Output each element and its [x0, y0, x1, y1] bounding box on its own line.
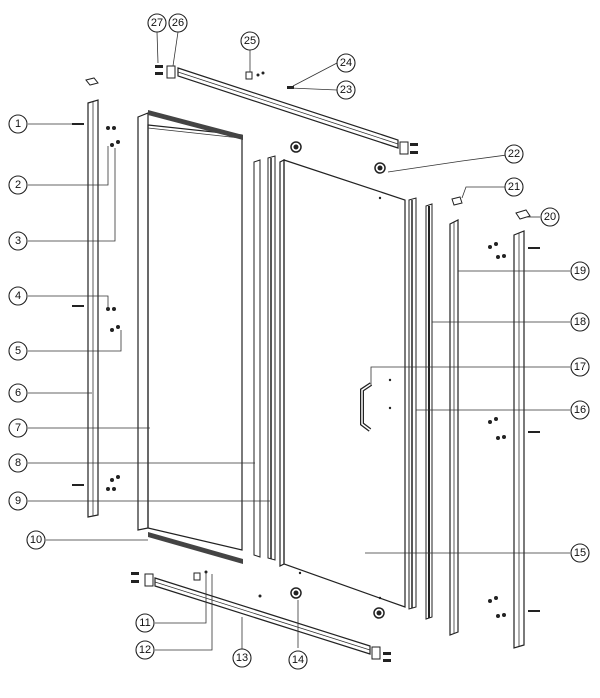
svg-text:2: 2: [15, 179, 21, 191]
right-wall-screws: [488, 242, 540, 618]
svg-text:10: 10: [30, 534, 42, 546]
top-clip: [287, 86, 294, 89]
bottom-rail: [154, 577, 371, 655]
svg-text:13: 13: [236, 652, 248, 664]
top-rail-end-cap-left: [166, 65, 176, 79]
top-bracket-small: [245, 71, 265, 80]
callout-26: 26: [168, 13, 188, 33]
callout-13: 13: [232, 648, 252, 668]
door-roller-bottom: [290, 587, 302, 599]
svg-text:19: 19: [574, 265, 586, 277]
callout-4: 4: [8, 286, 28, 306]
callout-1: 1: [8, 114, 28, 134]
svg-text:12: 12: [139, 644, 151, 656]
svg-text:11: 11: [139, 617, 150, 629]
callout-24: 24: [336, 53, 356, 73]
callout-3: 3: [8, 231, 28, 251]
door-seal-18: [425, 203, 433, 620]
bottom-screws: [131, 572, 391, 662]
top-rail-end-cap-right: [399, 141, 409, 155]
door-handle: [360, 382, 373, 432]
bottom-rail-end-cap-left: [144, 573, 154, 587]
bottom-rail-end-cap-right: [371, 646, 381, 660]
svg-text:1: 1: [15, 118, 21, 130]
left-profile-cap: [85, 77, 99, 86]
callout-14: 14: [288, 650, 308, 670]
svg-text:5: 5: [15, 345, 21, 357]
svg-text:8: 8: [15, 457, 21, 469]
top-screws-right: [410, 143, 418, 154]
right-profile-cap: [515, 209, 531, 220]
right-channel-profile: [449, 219, 459, 636]
svg-text:3: 3: [15, 235, 21, 247]
sliding-door-glass: [279, 159, 406, 608]
leader-lines: [28, 31, 570, 658]
right-channel-cap: [451, 196, 463, 206]
callout-6: 6: [8, 383, 28, 403]
callout-5: 5: [8, 341, 28, 361]
callout-18: 18: [570, 312, 590, 332]
callout-27: 27: [147, 13, 167, 33]
top-rail: [177, 67, 399, 149]
callout-8: 8: [8, 453, 28, 473]
svg-text:14: 14: [292, 654, 304, 666]
door-roller-right-top: [374, 162, 386, 174]
callout-2: 2: [8, 175, 28, 195]
callout-19: 19: [570, 261, 590, 281]
svg-text:23: 23: [340, 84, 352, 96]
callout-21: 21: [504, 177, 524, 197]
svg-text:21: 21: [508, 181, 520, 193]
svg-text:20: 20: [544, 211, 556, 223]
callout-23: 23: [336, 80, 356, 100]
door-roller-right-bottom: [373, 607, 385, 619]
svg-text:25: 25: [244, 35, 256, 47]
callout-22: 22: [504, 144, 524, 164]
svg-text:4: 4: [15, 290, 21, 302]
svg-text:15: 15: [574, 547, 586, 559]
callout-12: 12: [135, 640, 155, 660]
vertical-seal-9: [267, 155, 276, 561]
callout-7: 7: [8, 418, 28, 438]
bottom-bracket-small: [193, 570, 262, 598]
callout-20: 20: [540, 207, 560, 227]
svg-text:16: 16: [574, 404, 586, 416]
callout-16: 16: [570, 400, 590, 420]
top-screws-left: [155, 65, 163, 75]
bottom-seal-strip: [148, 532, 243, 564]
right-wall-profile: [513, 230, 525, 649]
vertical-seal-8: [253, 159, 261, 558]
left-wall-screws: [72, 123, 120, 491]
svg-text:6: 6: [15, 387, 21, 399]
callout-15: 15: [570, 543, 590, 563]
svg-text:7: 7: [15, 422, 21, 434]
callout-9: 9: [8, 491, 28, 511]
svg-text:26: 26: [172, 17, 184, 29]
left-wall-profile: [87, 99, 99, 518]
door-roller-top: [290, 141, 302, 153]
door-seal-16: [408, 197, 417, 610]
svg-text:9: 9: [15, 495, 21, 507]
svg-text:17: 17: [574, 361, 586, 373]
callout-25: 25: [240, 31, 260, 51]
top-seal-strip: [148, 110, 243, 140]
callout-17: 17: [570, 357, 590, 377]
svg-text:22: 22: [508, 148, 520, 160]
svg-text:18: 18: [574, 316, 586, 328]
fixed-glass-panel: [137, 112, 243, 551]
svg-text:24: 24: [340, 57, 352, 69]
callout-11: 11: [135, 613, 155, 633]
svg-text:27: 27: [151, 17, 163, 29]
callout-10: 10: [26, 530, 46, 550]
